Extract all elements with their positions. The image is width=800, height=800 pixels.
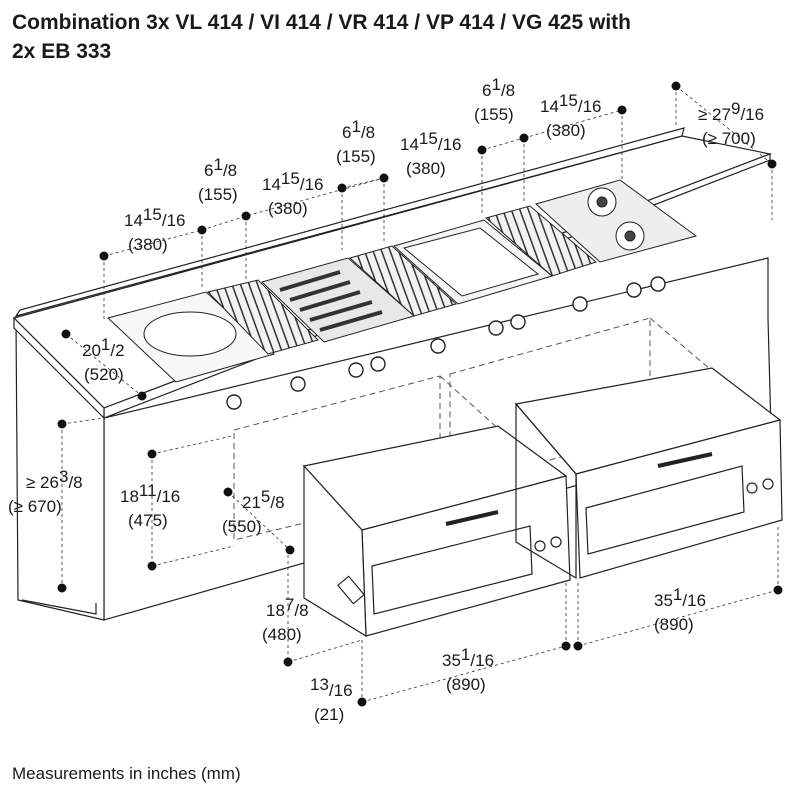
svg-text:(890): (890) (446, 675, 486, 694)
dim-label-o: 351/16 (890) (654, 585, 706, 634)
control-knob-icon (430, 338, 446, 354)
backsplash (14, 127, 685, 317)
gas-burner-module (534, 179, 698, 263)
title-line-1: Combination 3x VL 414 / VI 414 / VR 414 … (12, 11, 631, 34)
dim-label-c: 1415/16 (380) (262, 169, 324, 218)
svg-text:(155): (155) (336, 147, 376, 166)
svg-text:(475): (475) (128, 511, 168, 530)
cooktops (107, 179, 698, 383)
control-knob-icon (550, 536, 562, 548)
ventilation-grille-3 (484, 205, 598, 277)
svg-text:(380): (380) (268, 199, 308, 218)
control-knob-icon (572, 296, 588, 312)
control-knob-icon (510, 314, 526, 330)
dimension-markers (57, 81, 783, 707)
warming-drawer-left (302, 425, 571, 638)
niche-left (233, 375, 441, 541)
control-knob-icon (626, 282, 642, 298)
dim-label-g: 1415/16 (380) (540, 91, 602, 140)
control-knobs (226, 276, 666, 410)
measurement-note: Measurements in inches (mm) (12, 764, 241, 783)
svg-text:(380): (380) (128, 235, 168, 254)
page-title: Combination 3x VL 414 / VI 414 / VR 414 … (12, 8, 792, 66)
control-knob-icon (348, 362, 364, 378)
title-line-2: 2x EB 333 (12, 40, 112, 63)
control-knob-icon (226, 394, 242, 410)
dimension-lines (61, 85, 779, 703)
svg-text:(380): (380) (406, 159, 446, 178)
ventilation-grille-2 (348, 245, 458, 317)
svg-text:1811/16: 1811/16 (120, 481, 180, 506)
grill-grate-icon (279, 270, 383, 332)
svg-text:(520): (520) (84, 365, 124, 384)
svg-text:1415/16: 1415/16 (400, 129, 462, 154)
svg-text:(155): (155) (198, 185, 238, 204)
dim-label-p: 13/16 (21) (310, 675, 353, 724)
wok-pan-icon (143, 311, 237, 357)
dim-label-f: 61/8 (155) (474, 75, 515, 124)
dim-label-k: 1811/16 (475) (120, 481, 180, 530)
dim-label-a: 1415/16 (380) (124, 205, 186, 254)
svg-text:61/8: 61/8 (482, 75, 515, 100)
svg-text:351/16: 351/16 (654, 585, 706, 610)
ventilation-grille-1 (207, 279, 319, 355)
svg-text:1415/16: 1415/16 (124, 205, 186, 230)
svg-text:13/16: 13/16 (310, 675, 353, 700)
svg-text:≥ 279/16: ≥ 279/16 (698, 99, 764, 124)
svg-text:(380): (380) (546, 121, 586, 140)
svg-text:(155): (155) (474, 105, 514, 124)
svg-text:≥ 263/8: ≥ 263/8 (26, 467, 83, 492)
svg-text:61/8: 61/8 (204, 155, 237, 180)
dim-label-j: ≥ 263/8 (≥ 670) (8, 467, 83, 516)
cabinet-plinth-line (21, 599, 97, 615)
control-knob-icon (746, 482, 758, 494)
svg-text:187/8: 187/8 (266, 595, 309, 620)
control-knob-icon (488, 320, 504, 336)
svg-text:(≥ 700): (≥ 700) (702, 129, 756, 148)
dim-label-e: 1415/16 (380) (400, 129, 462, 178)
svg-text:1415/16: 1415/16 (540, 91, 602, 116)
control-knob-icon (650, 276, 666, 292)
svg-text:(890): (890) (654, 615, 694, 634)
drawer-handle-icon (445, 510, 499, 526)
dim-label-h: ≥ 279/16 (≥ 700) (698, 99, 764, 148)
control-knob-icon (370, 356, 386, 372)
dim-label-m: 187/8 (480) (262, 595, 309, 644)
control-knob-icon (762, 478, 774, 490)
dim-label-d: 61/8 (155) (336, 117, 376, 166)
svg-text:(480): (480) (262, 625, 302, 644)
teppanyaki-module (392, 219, 554, 305)
control-knob-icon (290, 376, 306, 392)
svg-text:351/16: 351/16 (442, 645, 494, 670)
svg-text:(≥ 670): (≥ 670) (8, 497, 62, 516)
svg-text:61/8: 61/8 (342, 117, 375, 142)
svg-text:(21): (21) (314, 705, 344, 724)
control-knob-icon (534, 540, 546, 552)
warming-drawer-right (514, 367, 783, 580)
drawer-handle-icon (657, 452, 713, 468)
svg-text:1415/16: 1415/16 (262, 169, 324, 194)
dimension-labels: 1415/16 (380) 61/8 (155) 1415/16 (380) 6… (8, 75, 764, 724)
svg-text:201/2: 201/2 (82, 335, 125, 360)
dim-label-n: 351/16 (890) (442, 645, 494, 694)
dim-label-b: 61/8 (155) (198, 155, 238, 204)
svg-text:215/8: 215/8 (242, 487, 285, 512)
svg-text:(550): (550) (222, 517, 262, 536)
dim-label-l: 215/8 (550) (222, 487, 285, 536)
electric-grill-module (261, 257, 416, 343)
dim-label-i: 201/2 (520) (82, 335, 125, 384)
induction-wok-module (107, 291, 275, 383)
